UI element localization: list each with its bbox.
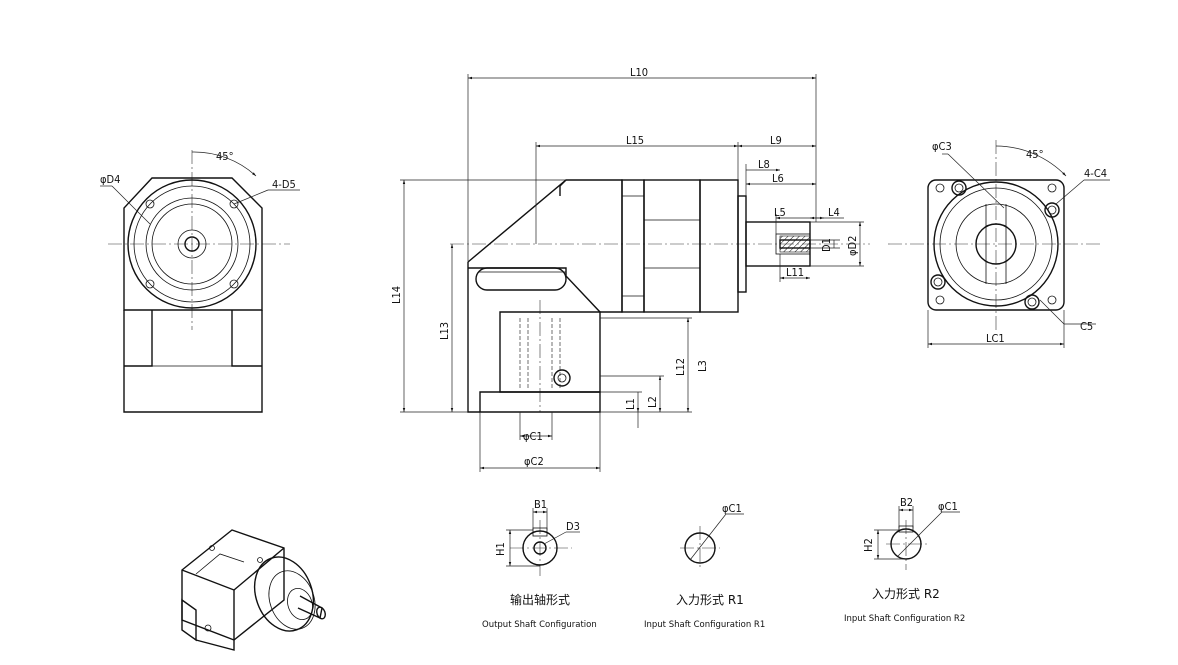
input-r2-config-drawing — [874, 506, 960, 570]
dim-d2: φD2 — [846, 236, 859, 256]
r1-title-cn: 入力形式 R1 — [676, 593, 744, 607]
dim-c4: 4-C4 — [1084, 167, 1107, 180]
input-r1-config-drawing — [680, 513, 744, 570]
dim-l6: L6 — [772, 172, 784, 185]
cfg-r1-c1: φC1 — [722, 502, 742, 515]
dim-l4: L4 — [828, 206, 840, 219]
dim-l9: L9 — [770, 134, 782, 147]
dim-angle-left: 45° — [216, 150, 234, 163]
dim-l3: L3 — [696, 360, 709, 372]
dim-angle-right: 45° — [1026, 148, 1044, 161]
cfg-h2: H2 — [862, 538, 875, 552]
dim-l5: L5 — [774, 206, 786, 219]
dim-l8: L8 — [758, 158, 770, 171]
left-end-view — [100, 150, 300, 413]
dim-c5: C5 — [1080, 320, 1093, 333]
isometric-view — [181, 529, 326, 651]
dim-d1: D1 — [820, 238, 833, 252]
dim-l14: L14 — [390, 286, 403, 304]
right-end-view — [888, 140, 1110, 348]
dim-l15: L15 — [626, 134, 644, 147]
cfg-r2-c1: φC1 — [938, 500, 958, 513]
output-title-cn: 输出轴形式 — [510, 592, 570, 607]
dim-c2: φC2 — [524, 455, 544, 468]
dim-l11: L11 — [786, 266, 804, 279]
r2-title-cn: 入力形式 R2 — [872, 587, 940, 601]
output-title-en: Output Shaft Configuration — [482, 620, 597, 630]
dim-l2: L2 — [646, 396, 659, 408]
cfg-b1: B1 — [534, 498, 547, 511]
cfg-h1: H1 — [494, 542, 507, 556]
main-side-view — [400, 74, 870, 472]
output-shaft-config-drawing — [506, 508, 580, 576]
cfg-b2: B2 — [900, 496, 913, 509]
dim-d4: φD4 — [100, 173, 120, 186]
r2-title-en: Input Shaft Configuration R2 — [844, 614, 965, 624]
dim-l13: L13 — [438, 322, 451, 340]
dim-c3: φC3 — [932, 140, 952, 153]
dim-l10: L10 — [630, 66, 648, 79]
dim-c1: φC1 — [523, 430, 543, 443]
dim-d5: 4-D5 — [272, 178, 296, 191]
cfg-d3: D3 — [566, 520, 580, 533]
r1-title-en: Input Shaft Configuration R1 — [644, 620, 765, 630]
dim-l12: L12 — [674, 358, 687, 376]
dim-l1: L1 — [624, 398, 637, 410]
dim-lc1: LC1 — [986, 332, 1005, 345]
